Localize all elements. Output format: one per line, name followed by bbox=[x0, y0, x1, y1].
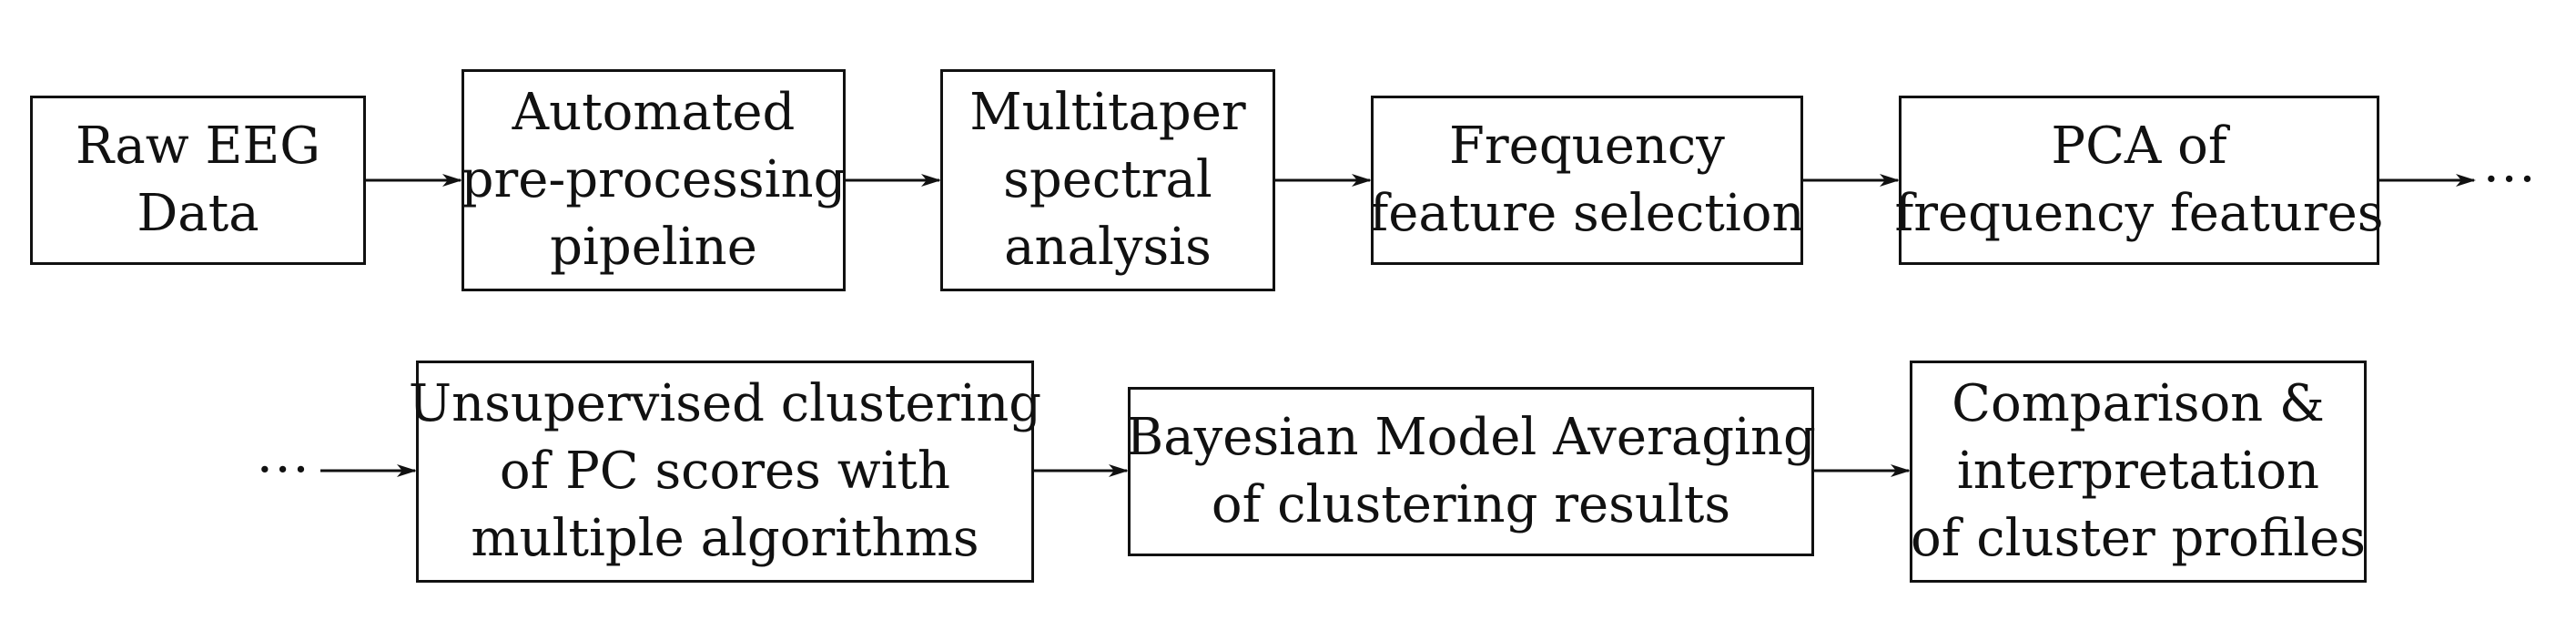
node-label-line: Frequency bbox=[1449, 117, 1725, 176]
node-label-line: of cluster profiles bbox=[1911, 509, 2367, 568]
node-label-line: Data bbox=[137, 184, 259, 243]
node-raw-eeg-data: Raw EEG Data bbox=[30, 96, 366, 265]
node-label-line: of clustering results bbox=[1211, 475, 1731, 534]
node-label-line: pipeline bbox=[550, 218, 757, 277]
node-label-line: feature selection bbox=[1369, 184, 1805, 243]
node-pca-of-frequency-features: PCA of frequency features bbox=[1894, 96, 2384, 265]
node-label-line: Bayesian Model Averaging bbox=[1126, 408, 1816, 467]
node-label-line: Multitaper bbox=[969, 83, 1246, 142]
node-label-line: Comparison & bbox=[1952, 374, 2325, 433]
continuation-ellipsis-start: ··· bbox=[257, 441, 311, 500]
node-automated-preprocessing-pipeline: Automated pre-processing pipeline bbox=[461, 69, 846, 291]
node-label-line: Automated bbox=[512, 83, 796, 142]
node-comparison-interpretation: Comparison & interpretation of cluster p… bbox=[1910, 361, 2367, 583]
node-label-line: spectral bbox=[1003, 150, 1212, 209]
node-frequency-feature-selection: Frequency feature selection bbox=[1369, 96, 1805, 265]
node-label-line: PCA of bbox=[2051, 117, 2227, 176]
node-label-line: pre-processing bbox=[461, 150, 847, 209]
node-label-line: Raw EEG bbox=[75, 117, 321, 176]
node-label-line: Unsupervised clustering bbox=[408, 374, 1042, 433]
node-label-line: frequency features bbox=[1894, 184, 2384, 243]
node-unsupervised-clustering: Unsupervised clustering of PC scores wit… bbox=[409, 361, 1041, 583]
node-label-line: multiple algorithms bbox=[471, 509, 979, 568]
node-multitaper-spectral-analysis: Multitaper spectral analysis bbox=[940, 69, 1275, 291]
node-label-line: interpretation bbox=[1956, 442, 2320, 501]
node-label-line: of PC scores with bbox=[499, 442, 951, 501]
node-bayesian-model-averaging: Bayesian Model Averaging of clustering r… bbox=[1126, 387, 1816, 556]
continuation-ellipsis-end: ··· bbox=[2483, 150, 2538, 209]
node-label-line: analysis bbox=[1004, 218, 1212, 277]
